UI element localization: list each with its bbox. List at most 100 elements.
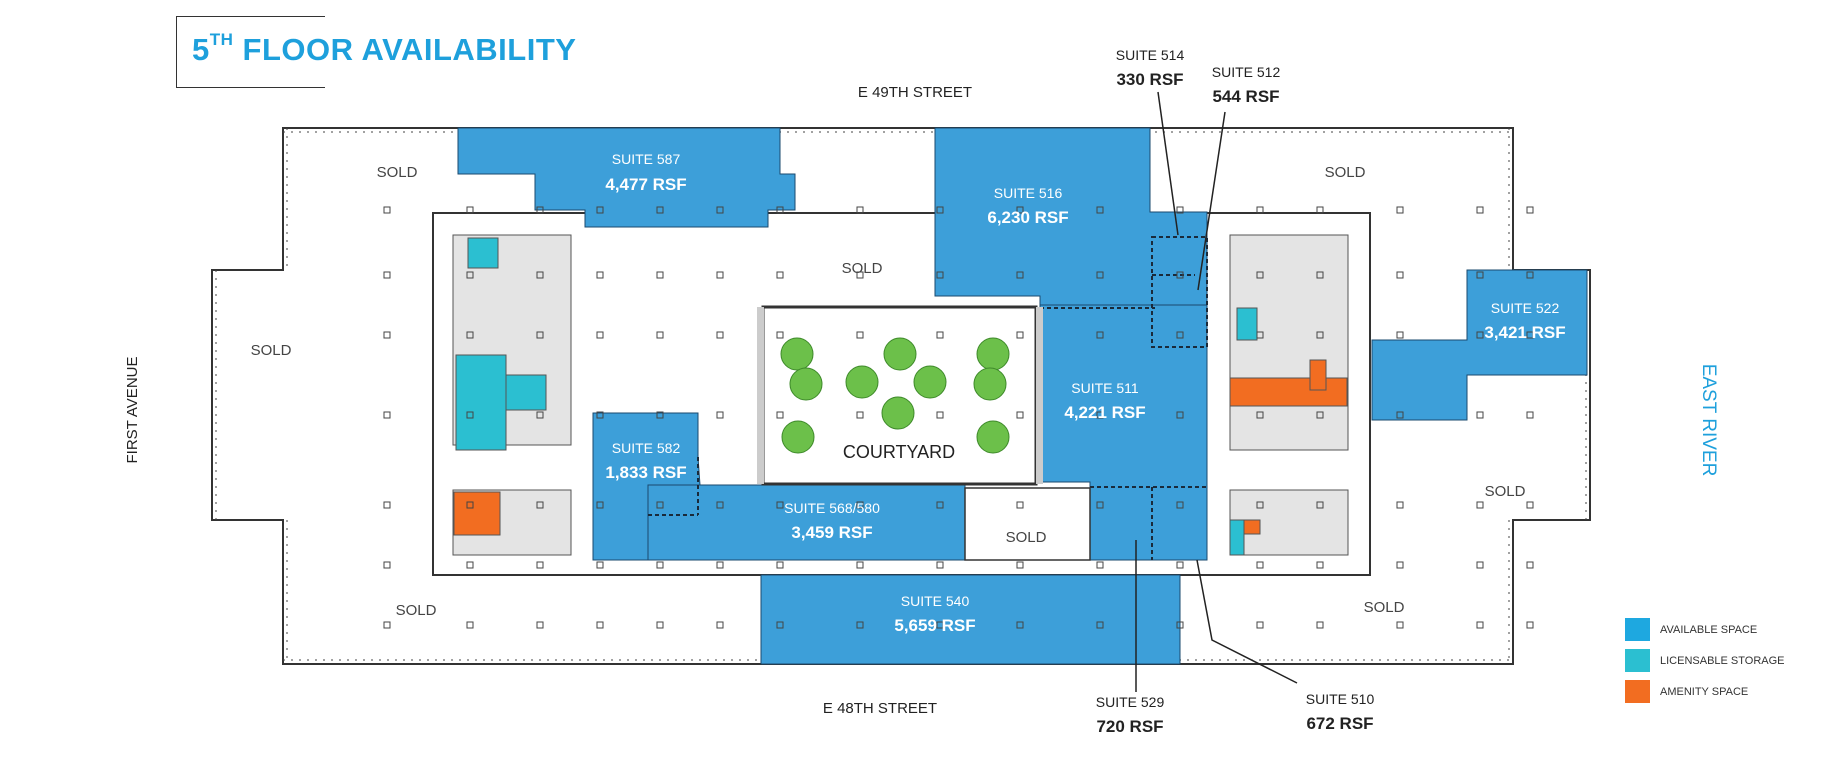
- suite-labels-inside: SUITE 587 4,477 RSF SUITE 516 6,230 RSF …: [605, 151, 1565, 635]
- column-marker: [596, 561, 604, 569]
- column-marker: [776, 501, 784, 509]
- column-marker: [596, 621, 604, 629]
- column-marker: [716, 501, 724, 509]
- column-marker: [1526, 411, 1534, 419]
- left-storage-1: [467, 237, 499, 269]
- column-marker: [936, 501, 944, 509]
- column-marker: [716, 331, 724, 339]
- column-marker: [1256, 501, 1264, 509]
- column-marker: [383, 271, 391, 279]
- suite-540-area: [760, 574, 1181, 665]
- sold-label: SOLD: [251, 342, 292, 359]
- tree-icon: [883, 337, 917, 371]
- column-marker: [383, 331, 391, 339]
- legend-label: AMENITY SPACE: [1660, 685, 1749, 698]
- tree-icon: [973, 367, 1007, 401]
- left-amenity: [453, 491, 501, 536]
- suite-568-rsf: 3,459 RSF: [791, 523, 872, 542]
- column-marker: [383, 621, 391, 629]
- street-west: FIRST AVENUE: [124, 357, 141, 464]
- left-storage-2: [455, 354, 507, 451]
- tree-icon: [976, 420, 1010, 454]
- column-marker: [776, 561, 784, 569]
- column-marker: [1526, 206, 1534, 214]
- street-east: EAST RIVER: [1698, 364, 1719, 477]
- column-marker: [716, 271, 724, 279]
- suite-516-rsf: 6,230 RSF: [987, 208, 1068, 227]
- column-marker: [716, 621, 724, 629]
- column-marker: [856, 331, 864, 339]
- sold-box: [964, 487, 1091, 561]
- legend-swatch-amenity: [1625, 680, 1650, 703]
- column-marker: [1396, 501, 1404, 509]
- column-marker: [1476, 501, 1484, 509]
- legend-item: AMENITY SPACE: [1625, 680, 1785, 703]
- column-marker: [1016, 501, 1024, 509]
- column-marker: [1096, 411, 1104, 419]
- legend-item: LICENSABLE STORAGE: [1625, 649, 1785, 672]
- column-marker: [536, 561, 544, 569]
- column-marker: [596, 271, 604, 279]
- column-marker: [466, 621, 474, 629]
- column-marker: [776, 411, 784, 419]
- facade-pattern: [215, 128, 1587, 664]
- column-marker: [1016, 331, 1024, 339]
- column-marker: [1096, 331, 1104, 339]
- column-marker: [1016, 621, 1024, 629]
- suite-522-area: [1371, 269, 1588, 421]
- column-marker: [1476, 561, 1484, 569]
- column-marker: [1096, 561, 1104, 569]
- column-marker: [856, 411, 864, 419]
- column-marker: [656, 411, 664, 419]
- right-amenity-3: [1243, 519, 1261, 535]
- suite-582-rsf: 1,833 RSF: [605, 463, 686, 482]
- suite-512-rsf: 544 RSF: [1212, 87, 1279, 106]
- suite-514-rsf: 330 RSF: [1116, 70, 1183, 89]
- column-marker: [1396, 331, 1404, 339]
- legend-item: AVAILABLE SPACE: [1625, 618, 1785, 641]
- column-marker: [656, 271, 664, 279]
- suite-partitions: [648, 236, 1208, 560]
- column-marker: [383, 206, 391, 214]
- suite-529-name: SUITE 529: [1096, 694, 1165, 710]
- column-marker: [1476, 621, 1484, 629]
- column-marker: [1316, 271, 1324, 279]
- title-frame: [176, 16, 325, 88]
- column-marker: [776, 331, 784, 339]
- column-marker: [1396, 621, 1404, 629]
- right-core: [1229, 234, 1349, 556]
- column-marker: [466, 561, 474, 569]
- left-core: [452, 234, 572, 556]
- suite-510-rsf: 672 RSF: [1306, 714, 1373, 733]
- column-marker: [856, 271, 864, 279]
- column-marker: [1016, 561, 1024, 569]
- column-marker: [1176, 271, 1184, 279]
- sold-label: SOLD: [1485, 483, 1526, 500]
- column-marker: [776, 271, 784, 279]
- sold-label: SOLD: [1364, 599, 1405, 616]
- tree-icon: [913, 365, 947, 399]
- sold-label: SOLD: [377, 164, 418, 181]
- column-marker: [1396, 206, 1404, 214]
- column-marker: [1096, 501, 1104, 509]
- column-marker: [1176, 501, 1184, 509]
- suite-514-name: SUITE 514: [1116, 47, 1185, 63]
- tree-icon: [789, 367, 823, 401]
- courtyard-trees: [780, 337, 1010, 454]
- legend-label: AVAILABLE SPACE: [1660, 623, 1758, 636]
- column-marker: [1096, 206, 1104, 214]
- column-marker: [1526, 621, 1534, 629]
- column-grid: [383, 206, 1534, 629]
- column-marker: [1176, 561, 1184, 569]
- column-marker: [1476, 206, 1484, 214]
- column-marker: [596, 331, 604, 339]
- column-marker: [383, 501, 391, 509]
- column-marker: [596, 501, 604, 509]
- column-marker: [1016, 206, 1024, 214]
- column-marker: [936, 331, 944, 339]
- column-marker: [1396, 271, 1404, 279]
- suite-522-name: SUITE 522: [1491, 300, 1560, 316]
- sold-label: SOLD: [1325, 164, 1366, 181]
- column-marker: [1176, 206, 1184, 214]
- right-storage-1: [1236, 307, 1258, 341]
